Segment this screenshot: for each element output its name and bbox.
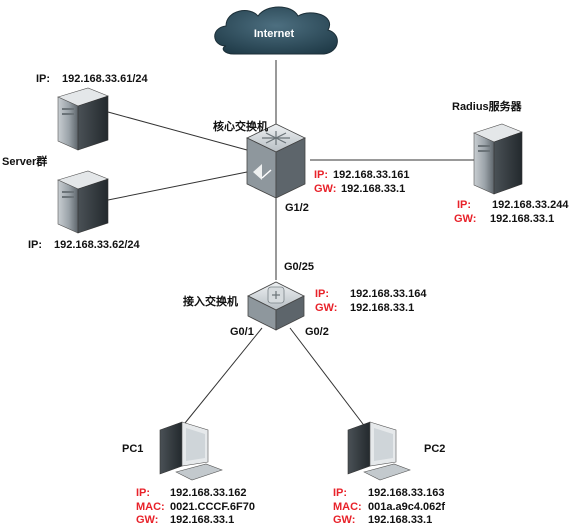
access-switch-ip-value: 192.168.33.164 <box>350 288 427 300</box>
access-switch-port-g0-2: G0/2 <box>305 326 329 338</box>
pc1-ip-key: IP: <box>136 487 150 499</box>
core-switch-ip-key: IP: <box>314 169 328 181</box>
pc2-title: PC2 <box>424 443 445 455</box>
server2-ip-key: IP: <box>28 239 42 251</box>
core-switch-icon <box>246 123 306 199</box>
server2-icon <box>57 170 109 234</box>
core-switch-ip-value: 192.168.33.161 <box>333 169 409 181</box>
radius-gw-value: 192.168.33.1 <box>490 213 554 225</box>
pc2-gw-key: GW: <box>333 514 355 526</box>
server-group-title: Server群 <box>2 154 47 168</box>
pc2-ip-value: 192.168.33.163 <box>368 487 444 499</box>
links <box>107 60 474 429</box>
pc1-title: PC1 <box>122 443 143 455</box>
link-access-pc1 <box>180 327 263 429</box>
core-switch-gw-value: 192.168.33.1 <box>341 183 405 195</box>
radius-gw-key: GW: <box>454 213 476 225</box>
access-switch-title: 接入交换机 <box>183 294 238 308</box>
link-access-pc2 <box>289 327 367 429</box>
pc2-icon <box>347 421 411 481</box>
access-switch-gw-value: 192.168.33.1 <box>350 302 414 314</box>
access-switch-port-g0-25: G0/25 <box>284 261 314 273</box>
access-switch-port-g0-1: G0/1 <box>230 326 254 338</box>
pc2-ip-key: IP: <box>333 487 347 499</box>
access-switch-icon <box>247 281 305 331</box>
pc2-mac-value: 001a.a9c4.062f <box>368 501 445 513</box>
pc2-mac-key: MAC: <box>333 501 362 513</box>
internet-label: Internet <box>254 28 295 40</box>
pc1-icon <box>159 421 223 481</box>
server1-ip-key: IP: <box>36 73 50 85</box>
pc1-mac-key: MAC: <box>136 501 165 513</box>
core-switch-title: 核心交换机 <box>213 119 268 133</box>
access-switch-ip-key: IP: <box>315 288 329 300</box>
internet-cloud-icon <box>214 6 338 55</box>
pc1-mac-value: 0021.CCCF.6F70 <box>170 501 255 513</box>
access-switch-gw-key: GW: <box>315 302 337 314</box>
core-switch-port-g1-2: G1/2 <box>285 202 309 214</box>
server2-ip-value: 192.168.33.62/24 <box>54 239 141 251</box>
radius-title: Radius服务器 <box>452 99 523 113</box>
radius-ip-value: 192.168.33.244 <box>492 199 569 211</box>
core-switch-gw-key: GW: <box>314 183 336 195</box>
link-server2-core <box>107 171 248 201</box>
radius-server-icon <box>473 123 523 195</box>
radius-ip-key: IP: <box>457 199 471 211</box>
pc2-gw-value: 192.168.33.1 <box>368 514 432 526</box>
link-server1-core <box>107 111 248 151</box>
pc1-ip-value: 192.168.33.162 <box>170 487 246 499</box>
pc1-gw-key: GW: <box>136 514 158 526</box>
server1-icon <box>57 87 109 151</box>
pc1-gw-value: 192.168.33.1 <box>170 514 234 526</box>
server1-ip-value: 192.168.33.61/24 <box>62 73 149 85</box>
